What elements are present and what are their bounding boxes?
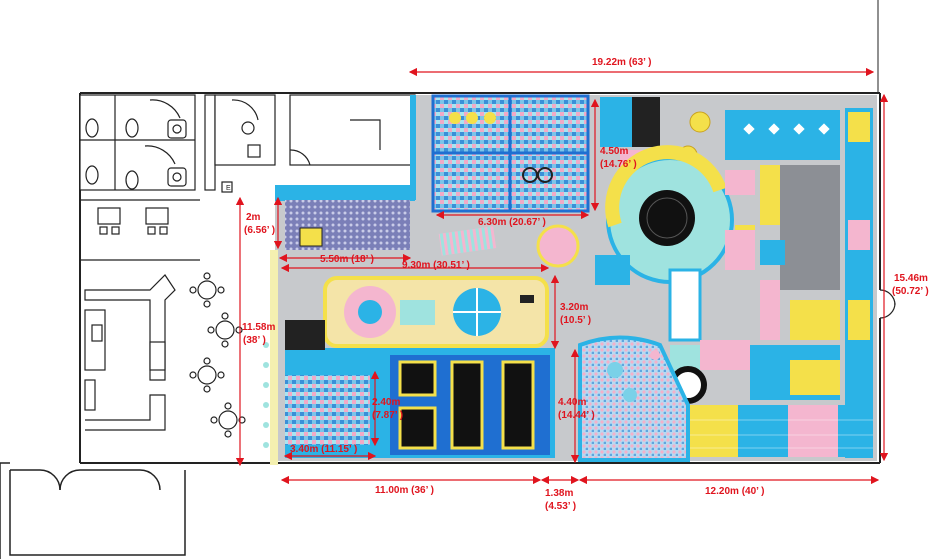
svg-text:E: E (226, 185, 231, 192)
dim-ball-pit-height-m: 4.50m (600, 146, 629, 157)
dim-bottom-right: 12.20m (40’ ) (705, 486, 765, 497)
dim-top-total: 19.22m (63’ ) (592, 57, 652, 68)
dim-bottom-mid-ft: (4.53’ ) (545, 501, 577, 512)
dim-right-total-ft: (50.72’ ) (892, 286, 929, 297)
dim-mid-width: 9.30m (30.51’ ) (402, 260, 470, 271)
dim-left-11m-ft: (38’ ) (243, 335, 266, 346)
restrooms: E (79, 94, 416, 193)
dim-left-11m: 11.58m (242, 322, 276, 333)
dim-left-2m-ft: (6.56’ ) (244, 225, 276, 236)
toddler-soft-play (323, 224, 580, 348)
dim-right-total-m: 15.46m (894, 273, 928, 284)
dim-left-2m: 2m (246, 212, 261, 223)
dim-toddler-width: 5.50m (18’ ) (320, 254, 374, 265)
dim-small-pit-h-m: 2.40m (372, 397, 401, 408)
dim-mid-height-ft: (10.5’ ) (560, 315, 592, 326)
dim-bottom-mid-m: 1.38m (545, 488, 574, 499)
main-ball-pit (431, 94, 590, 213)
dim-trampoline-h-ft: (14.44’ ) (558, 410, 595, 421)
dimension-lines (235, 67, 889, 485)
ocean-ball-pool (578, 335, 690, 462)
dim-small-pit-h-ft: (7.87’ ) (372, 410, 404, 421)
entrance-vestibule (0, 462, 186, 559)
dim-bottom-left: 11.00m (36’ ) (375, 485, 434, 496)
spiral-slide (595, 145, 755, 285)
trampoline-zone (285, 320, 555, 458)
dim-small-pit-w: 3.40m (11.15’ ) (290, 444, 358, 455)
dim-mid-height-m: 3.20m (560, 302, 589, 313)
wave-slides (688, 405, 873, 457)
entry-gate (263, 250, 278, 465)
dim-ball-pit-height-ft: (14.76’ ) (600, 159, 637, 170)
cafe-area (80, 199, 246, 438)
dim-ball-pit-width: 6.30m (20.67’ ) (478, 217, 546, 228)
toddler-ball-pit (285, 200, 410, 250)
dim-trampoline-h-m: 4.40m (558, 397, 587, 408)
